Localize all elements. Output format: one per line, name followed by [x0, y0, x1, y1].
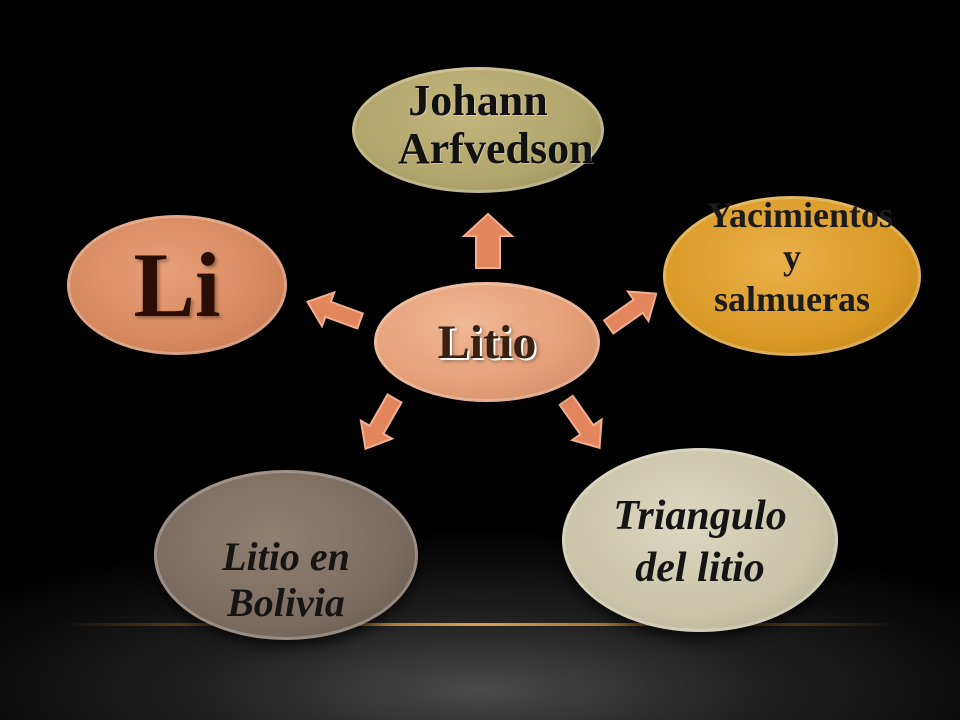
arrow-up — [461, 212, 515, 269]
node-li: Li — [67, 215, 287, 355]
node-left-label: Li — [133, 234, 221, 336]
node-johann-arfvedson: Johann Arfvedson — [352, 67, 604, 193]
node-triangulo-del-litio: Triangulo del litio — [562, 448, 838, 632]
arrow-left — [305, 290, 365, 330]
center-label: Litio — [437, 315, 537, 369]
node-bottom-left-label: Litio en Bolivia — [222, 534, 350, 625]
node-litio-en-bolivia: Litio en Bolivia — [154, 470, 418, 640]
arrow-bottom-left — [359, 393, 403, 451]
arrow-right — [602, 290, 658, 335]
node-bottom-right-label: Triangulo del litio — [613, 493, 787, 591]
node-yacimientos: Yacimientos y salmueras — [663, 195, 921, 356]
node-litio-center: Litio — [374, 282, 600, 402]
node-right-label: Yacimientos y salmueras — [707, 195, 893, 319]
arrow-bottom-right — [558, 394, 603, 450]
floor-glow-line — [60, 623, 900, 626]
node-top-label: Johann Arfvedson — [398, 76, 594, 173]
